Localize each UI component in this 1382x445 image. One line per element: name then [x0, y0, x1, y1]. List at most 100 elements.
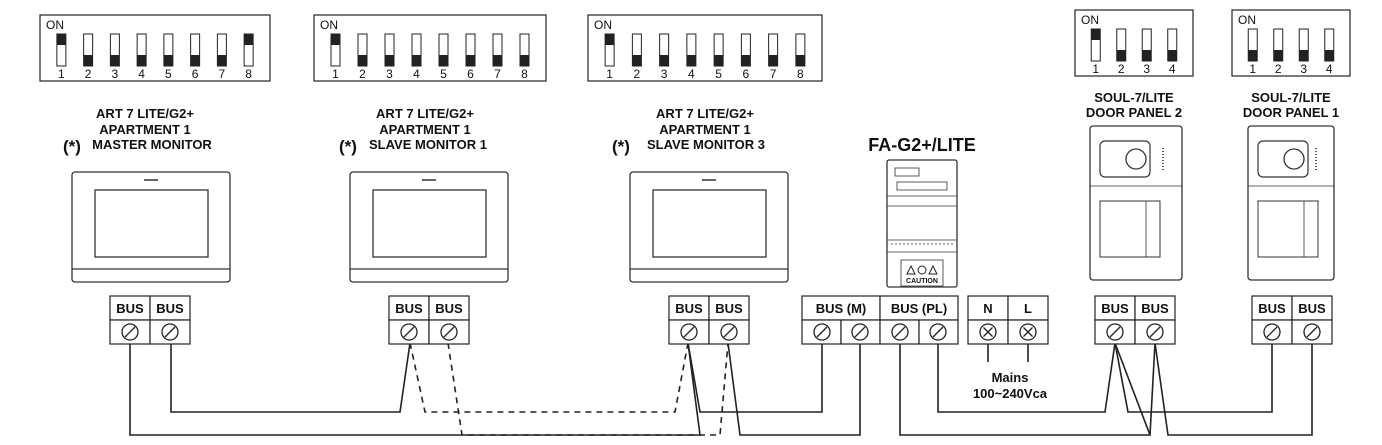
- power-supply-module: CAUTION: [886, 159, 958, 288]
- dip-switch-4[interactable]: [1167, 28, 1178, 62]
- dip-on-label: ON: [320, 18, 338, 32]
- dp2-model-label: SOUL-7/LITE: [1094, 90, 1174, 105]
- dip-switch-3[interactable]: [659, 33, 670, 67]
- monitor-m1: [71, 171, 231, 283]
- dip-switch-6[interactable]: [190, 33, 201, 67]
- dp2-name-label: DOOR PANEL 2: [1086, 105, 1182, 120]
- dip-switch-5[interactable]: [713, 33, 724, 67]
- dp1-model-label: SOUL-7/LITE: [1251, 90, 1331, 105]
- wiring: [129, 342, 1313, 436]
- dip-switch-2[interactable]: [83, 33, 94, 67]
- dip-switch-number: 5: [715, 67, 722, 81]
- dp2-terminal-label-2: BUS: [1141, 301, 1169, 316]
- wire-m1-a: [129, 342, 701, 436]
- m1-terminal-label-1: BUS: [116, 301, 144, 316]
- dip-switch-8[interactable]: [243, 33, 254, 67]
- screw-icon: [400, 323, 418, 341]
- dip-switch-number: 7: [494, 67, 501, 81]
- wire-m1-b: [170, 342, 411, 413]
- dip-switch-number: 6: [192, 67, 199, 81]
- wire-m3-b: [727, 342, 861, 436]
- monitor-m2: [349, 171, 509, 283]
- dip-on-label: ON: [46, 18, 64, 32]
- dip-switch-4[interactable]: [411, 33, 422, 67]
- dip-switch-6[interactable]: [740, 33, 751, 67]
- dip-switch-8[interactable]: [519, 33, 530, 67]
- dip-switch-5[interactable]: [438, 33, 449, 67]
- wire-dp1-a: [1114, 342, 1273, 413]
- dip-switch-1[interactable]: [1247, 28, 1258, 62]
- dip-switch-number: 7: [770, 67, 777, 81]
- m3-model-label: ART 7 LITE/G2+: [656, 106, 754, 121]
- screw-icon: [720, 323, 738, 341]
- dip-on-label: ON: [1081, 13, 1099, 27]
- wire-m2-m3-dashed-a: [409, 342, 689, 413]
- dip-switch-2[interactable]: [631, 33, 642, 67]
- dip-switch-3[interactable]: [1298, 28, 1309, 62]
- dip-on-label: ON: [594, 18, 612, 32]
- dip-switch-number: 1: [58, 67, 65, 81]
- dip-switch-number: 6: [467, 67, 474, 81]
- dip-switch-2[interactable]: [1116, 28, 1127, 62]
- dip-switch-1[interactable]: [330, 33, 341, 67]
- dip-switch-4[interactable]: [1324, 28, 1335, 62]
- dip-switch-number: 3: [112, 67, 119, 81]
- dip-switch-5[interactable]: [163, 33, 174, 67]
- dip-switch-1[interactable]: [56, 33, 67, 67]
- dip-switch-4[interactable]: [686, 33, 697, 67]
- dip-switch-3[interactable]: [1141, 28, 1152, 62]
- m3-terminal-label-2: BUS: [715, 301, 743, 316]
- dip-switch-1[interactable]: [1090, 28, 1101, 62]
- m2-apartment-label: APARTMENT 1: [379, 122, 470, 137]
- dip-switch-number: 5: [440, 67, 447, 81]
- dip-switch-number: 4: [1169, 62, 1176, 76]
- screw-icon: [929, 323, 947, 341]
- dip-switch-7[interactable]: [492, 33, 503, 67]
- monitor-m3: [629, 171, 789, 283]
- dip-switch-3[interactable]: [109, 33, 120, 67]
- m1-role-label: MASTER MONITOR: [92, 137, 212, 152]
- m2-role-label: SLAVE MONITOR 1: [369, 137, 487, 152]
- dip-switch-number: 3: [1143, 62, 1150, 76]
- dip-switch-number: 3: [661, 67, 668, 81]
- dip-switch-2[interactable]: [1273, 28, 1284, 62]
- dip-switch-number: 2: [359, 67, 366, 81]
- terminal-block-dp1: BUS BUS: [1251, 295, 1333, 345]
- dip-switch-7[interactable]: [216, 33, 227, 67]
- dip-switch-dp2: ON 1 2 3 4: [1074, 9, 1194, 77]
- wire-pl-a: [899, 342, 1152, 436]
- dip-switch-4[interactable]: [136, 33, 147, 67]
- dip-switch-2[interactable]: [357, 33, 368, 67]
- dip-switch-6[interactable]: [465, 33, 476, 67]
- screw-icon: [121, 323, 139, 341]
- dip-switch-number: 8: [797, 67, 804, 81]
- dp1-terminal-label-2: BUS: [1298, 301, 1326, 316]
- m3-role-label: SLAVE MONITOR 3: [647, 137, 765, 152]
- dip-switch-number: 1: [606, 67, 613, 81]
- screw-icon: [440, 323, 458, 341]
- dip-switch-7[interactable]: [768, 33, 779, 67]
- terminal-block-mains: N L Mains 100~240Vca: [967, 295, 1049, 401]
- screw-icon: [1263, 323, 1281, 341]
- dip-switch-1[interactable]: [604, 33, 615, 67]
- dip-switch-3[interactable]: [384, 33, 395, 67]
- dip-switch-number: 1: [332, 67, 339, 81]
- m1-asterisk: (*): [63, 137, 81, 156]
- cross-screw-icon: [1019, 323, 1037, 341]
- dip-switch-number: 4: [413, 67, 420, 81]
- dip-switch-number: 8: [521, 67, 528, 81]
- mains-voltage-label: 100~240Vca: [973, 386, 1048, 401]
- dip-switch-number: 2: [85, 67, 92, 81]
- dip-switch-number: 5: [165, 67, 172, 81]
- dip-switch-frame: [587, 14, 823, 82]
- mains-label: Mains: [992, 370, 1029, 385]
- dip-switch-8[interactable]: [795, 33, 806, 67]
- dip-switch-number: 1: [1092, 62, 1099, 76]
- mains-n-label: N: [983, 301, 992, 316]
- dip-switch-number: 2: [1118, 62, 1125, 76]
- wire-dp2-link: [1149, 342, 1156, 436]
- dip-switch-number: 4: [138, 67, 145, 81]
